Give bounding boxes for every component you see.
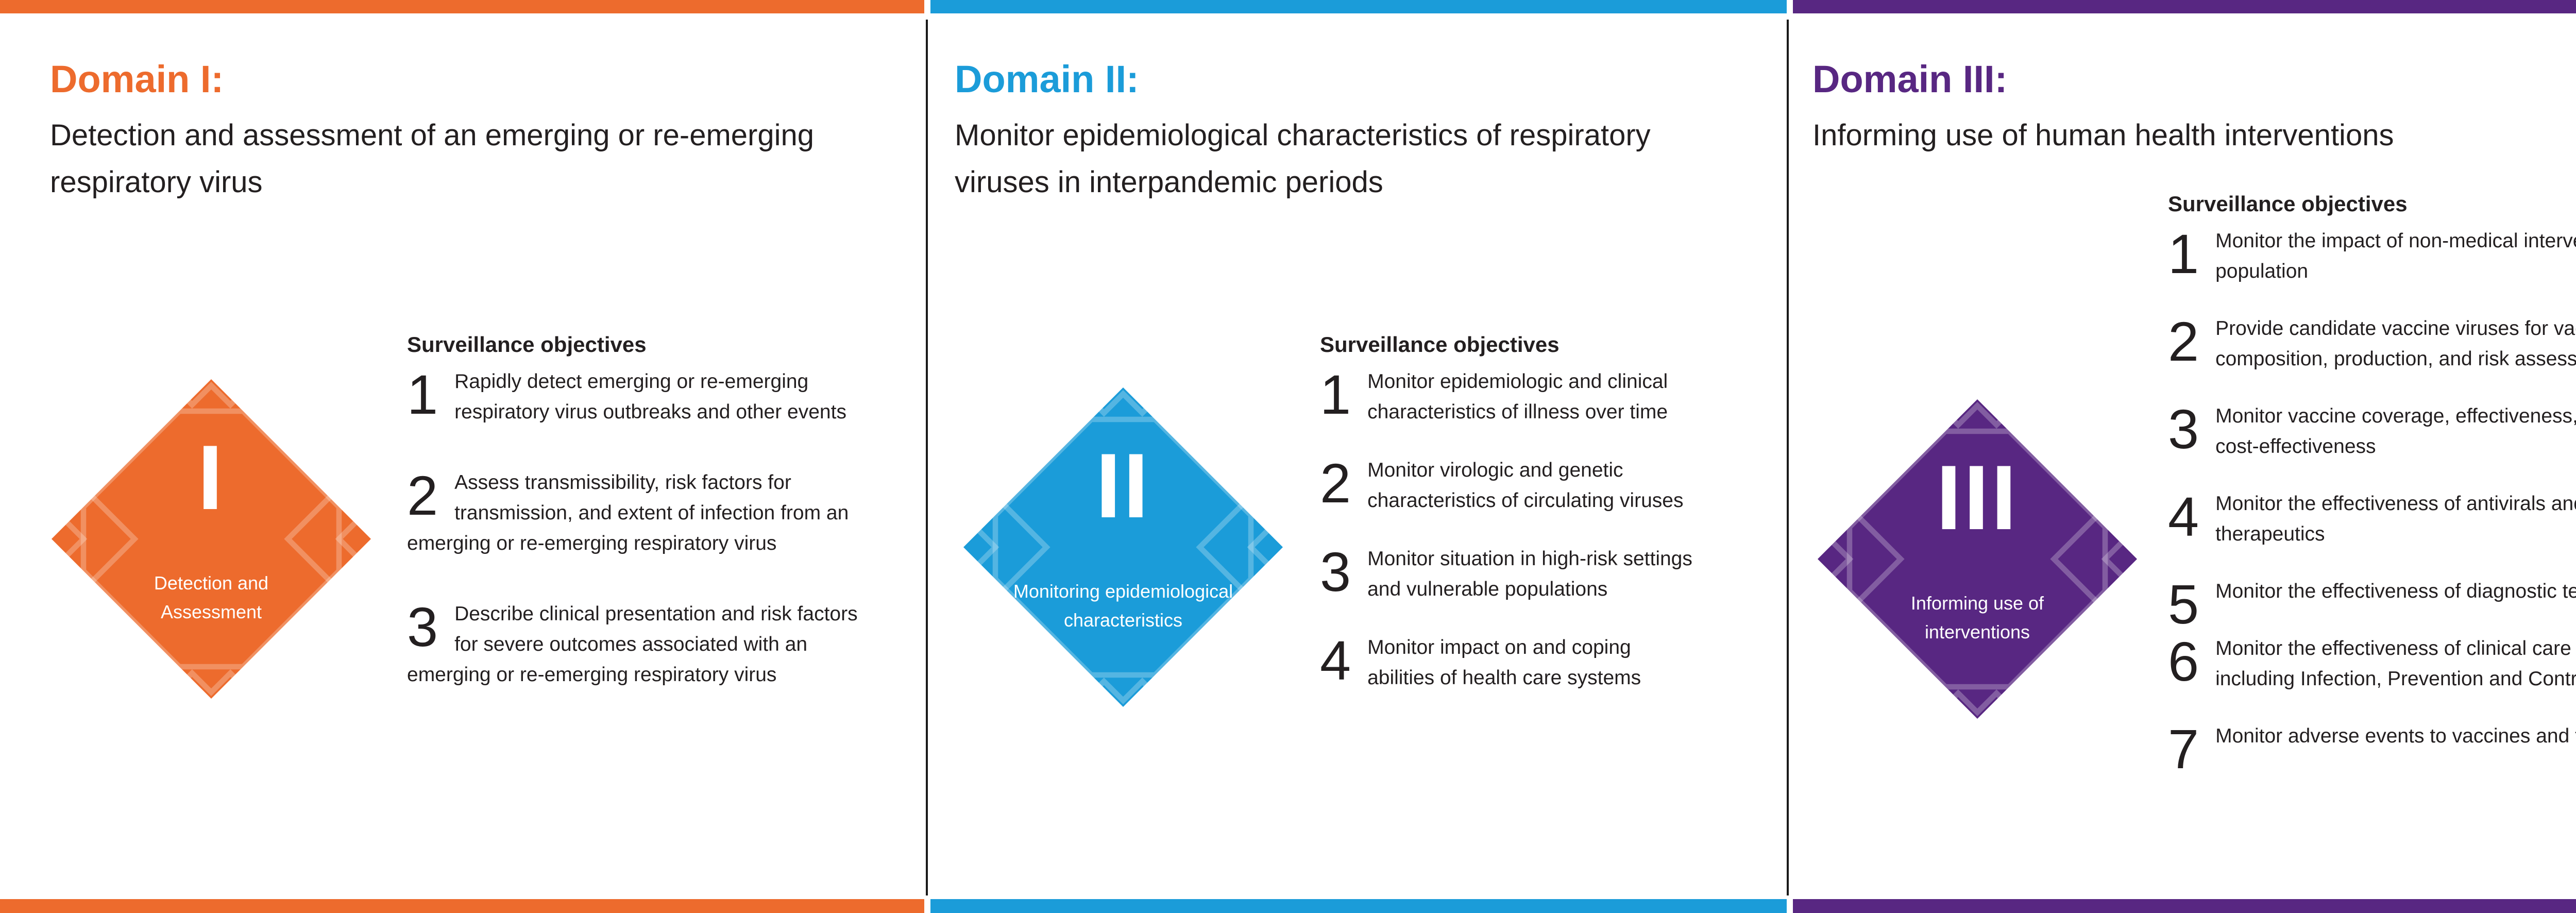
domain-1-heading: Domain I: Detection and assessment of an… [50,57,916,206]
domain-1-title: Domain I: [50,58,224,100]
diamond-1-label: Detection and Assessment [154,572,269,622]
domain-2-heading: Domain II: Monitor epidemiological chara… [955,57,1779,206]
diamond-2-numeral: II [1095,434,1151,537]
domain-3-subtitle: Informing use of human health interventi… [1812,118,2394,152]
objective-number: 7 [2168,718,2199,780]
objective-item: 1 Monitor epidemiologic and clinical char… [1320,366,1804,427]
objective-item: 7 Monitor adverse events to vaccines and … [2168,720,2576,777]
objective-text: Monitor virologic and genetic characteri… [1367,459,1684,512]
objectives-2-heading: Surveillance objectives [1320,332,1560,357]
objective-item: 2 Monitor virologic and genetic character… [1320,452,1804,516]
objective-item: 4 Monitor the effectiveness of antivirals… [2168,488,2576,549]
objectives-3-heading: Surveillance objectives [2168,192,2408,216]
objective-number: 2 [2168,310,2199,373]
objective-item: 1 Monitor the impact of non-medical inter… [2168,223,2576,286]
objective-item: 3 Monitor vaccine coverage, effectiveness… [2168,398,2576,462]
objective-number: 1 [2168,223,2199,285]
objective-number: 6 [2168,630,2199,692]
objective-number: 1 [1320,363,1351,426]
objective-number: 5 [2168,573,2199,635]
objective-text: Monitor epidemiologic and clinical chara… [1367,370,1668,423]
bottom-bar-domain-1 [0,899,924,913]
objective-number: 2 [407,464,438,527]
diamond-3-numeral: III [1936,446,2019,549]
objectives-domain-1: Surveillance objectives 1 Rapidly detect … [407,332,933,730]
bottom-bar-domain-2 [930,899,1787,913]
objective-item: 5 Monitor the effectiveness of diagnostic… [2168,576,2576,632]
diamond-3-shape [1818,399,2137,719]
diamond-2-shape [963,387,1283,707]
objective-text: Monitor vaccine coverage, effectiveness,… [2215,405,2576,458]
diamond-1-numeral: I [197,426,225,529]
diamond-domain-2: II Monitoring epidemiological characteri… [963,387,1283,707]
objectives-domain-3: Surveillance objectives 1 Monitor the imp… [2168,192,2576,778]
top-bar-domain-3 [1793,0,2576,13]
bottom-bar-domain-3 [1793,899,2576,913]
objective-text: Provide candidate vaccine viruses for va… [2215,317,2576,370]
objective-text: Describe clinical presentation and risk … [407,603,858,686]
objective-text: Assess transmissibility, risk factors fo… [407,471,849,554]
panel-divider-2 [1787,20,1789,895]
objective-number: 3 [1320,540,1351,603]
objectives-1-heading: Surveillance objectives [407,332,647,357]
domain-3-heading: Domain III: Informing use of human healt… [1812,57,2576,159]
domain-3-title: Domain III: [1812,58,2008,100]
diamond-3-label: Informing use of interventions [1910,593,2044,643]
objective-item: 3 Monitor situation in high-risk settings… [1320,540,1804,604]
domain-1-subtitle: Detection and assessment of an emerging … [50,118,814,199]
domain-2-title: Domain II: [955,58,1139,100]
top-bar-domain-1 [0,0,924,13]
objective-text: Rapidly detect emerging or re-emerging r… [454,370,846,423]
objective-item: 2 Provide candidate vaccine viruses for v… [2168,313,2576,374]
objective-text: Monitor the impact of non-medical interv… [2215,230,2576,282]
diamond-1-shape [52,379,371,699]
diamond-2-label: Monitoring epidemiological characteristi… [1013,581,1233,631]
objective-number: 3 [407,596,438,658]
objective-number: 1 [407,363,438,426]
diamond-domain-1: I Detection and Assessment [52,379,371,699]
objective-number: 4 [1320,629,1351,691]
objective-number: 4 [2168,485,2199,548]
objective-text: Monitor the effectiveness of clinical ca… [2215,637,2576,690]
objective-number: 3 [2168,398,2199,460]
objective-text: Monitor impact on and coping abilities o… [1367,636,1641,689]
objective-item: 6 Monitor the effectiveness of clinical c… [2168,633,2576,694]
objective-text: Monitor adverse events to vaccines and t… [2215,725,2576,747]
panel-divider-1 [926,20,928,895]
objectives-domain-2: Surveillance objectives 1 Monitor epidemi… [1320,332,1804,721]
objective-text: Monitor the effectiveness of antivirals … [2215,493,2576,545]
objective-number: 2 [1320,452,1351,514]
top-bar-domain-2 [930,0,1787,13]
objective-text: Monitor situation in high-risk settings … [1367,548,1692,600]
objective-item: 4 Monitor impact on and coping abilities … [1320,632,1804,693]
diamond-domain-3: III Informing use of interventions [1818,399,2137,719]
objective-text: Monitor the effectiveness of diagnostic … [2215,580,2576,602]
objective-item: 1 Rapidly detect emerging or re-emerging … [407,366,933,427]
domain-2-subtitle: Monitor epidemiological characteristics … [955,118,1651,199]
